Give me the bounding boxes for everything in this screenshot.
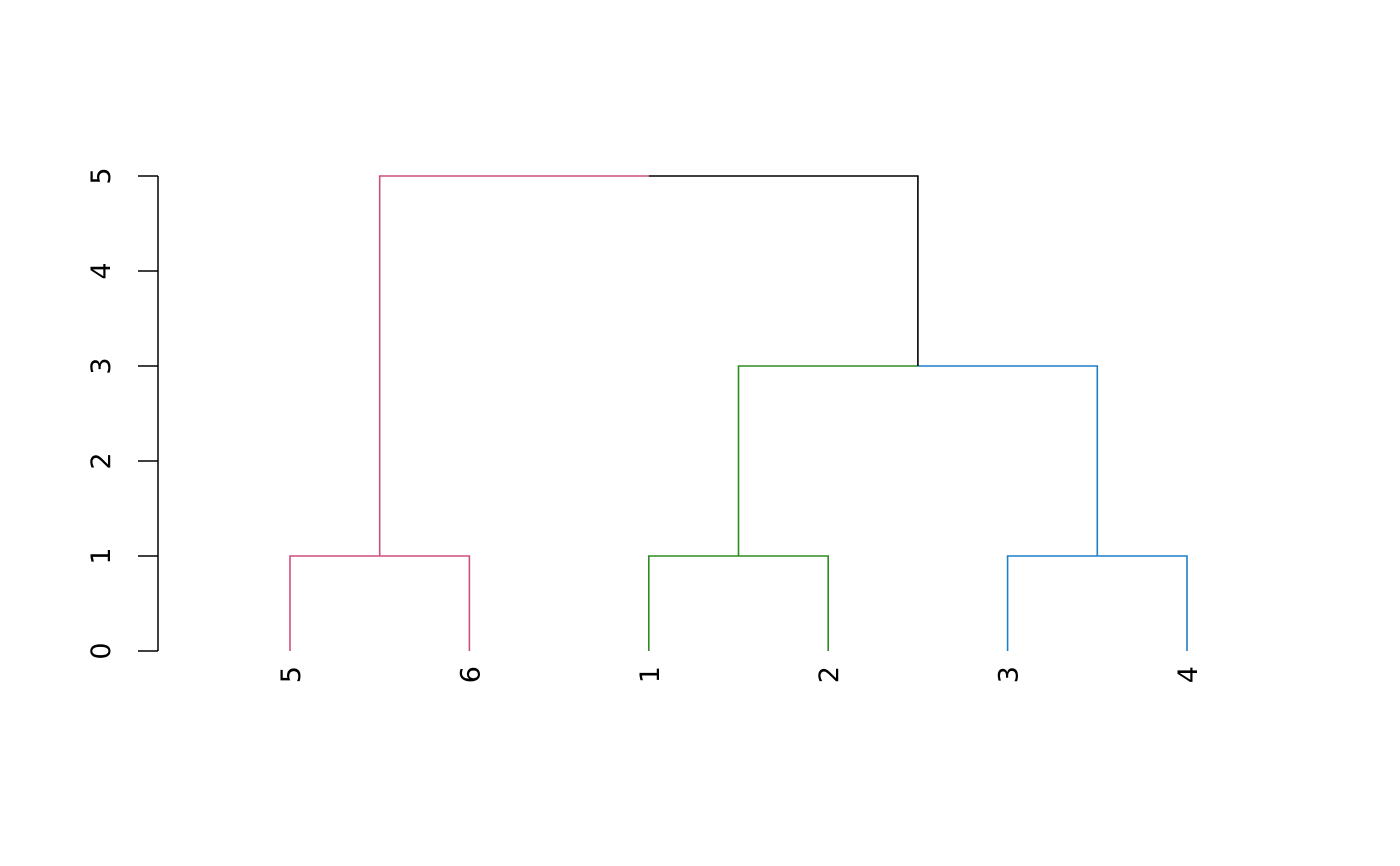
branch-m56-5 xyxy=(289,555,380,651)
branch-m34-4 xyxy=(1097,555,1188,651)
y-tick-label: 2 xyxy=(86,452,117,469)
branch-m1234-m12 xyxy=(737,365,918,556)
branch-root-m56 xyxy=(378,175,649,556)
branch-m56-6 xyxy=(379,555,471,651)
branch-m34-3 xyxy=(1006,555,1098,651)
leaf-label-5: 5 xyxy=(276,666,307,683)
y-tick-label: 1 xyxy=(86,547,117,564)
y-tick-label: 3 xyxy=(86,357,117,374)
branch-root-m1234 xyxy=(648,175,919,366)
y-tick-label: 0 xyxy=(86,642,117,659)
branch-m1234-m34 xyxy=(917,365,1099,556)
y-axis: 0 1 2 3 4 5 xyxy=(86,167,159,660)
leaf-label-2: 2 xyxy=(814,666,845,683)
y-tick-label: 4 xyxy=(86,262,117,279)
dendrogram-branches xyxy=(289,175,1188,651)
leaf-labels: 5 6 1 2 3 4 xyxy=(276,666,1204,683)
branch-m12-2 xyxy=(738,555,829,651)
leaf-label-1: 1 xyxy=(635,666,666,683)
leaf-label-4: 4 xyxy=(1173,666,1204,683)
branch-m12-1 xyxy=(648,555,739,651)
y-tick-label: 5 xyxy=(86,167,117,184)
leaf-label-6: 6 xyxy=(455,666,486,683)
leaf-label-3: 3 xyxy=(994,666,1025,683)
